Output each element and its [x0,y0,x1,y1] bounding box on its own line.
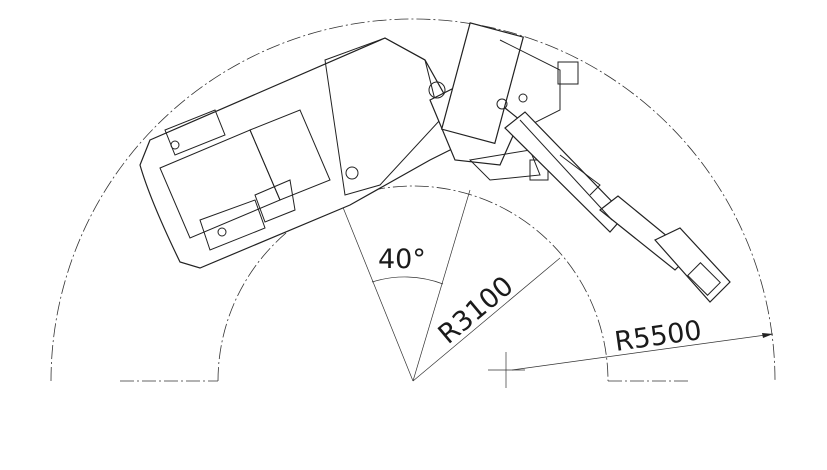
machine-chassis [139,37,471,269]
angle-arc [371,276,444,285]
r5500-arrowhead [762,333,773,338]
angle-line-left [339,199,414,382]
machine-front-frame [428,22,579,181]
machine-boom [504,111,731,303]
r3100-dimension-line [412,257,561,382]
angle-line-right [412,189,471,382]
angle-label: 40° [378,244,426,275]
r5500-label: R5500 [613,315,704,358]
inner-radius-arc [217,185,609,382]
r3100-label: R3100 [433,270,520,350]
r5500-dimension-line [511,333,774,371]
outer-radius-arc [50,18,776,382]
